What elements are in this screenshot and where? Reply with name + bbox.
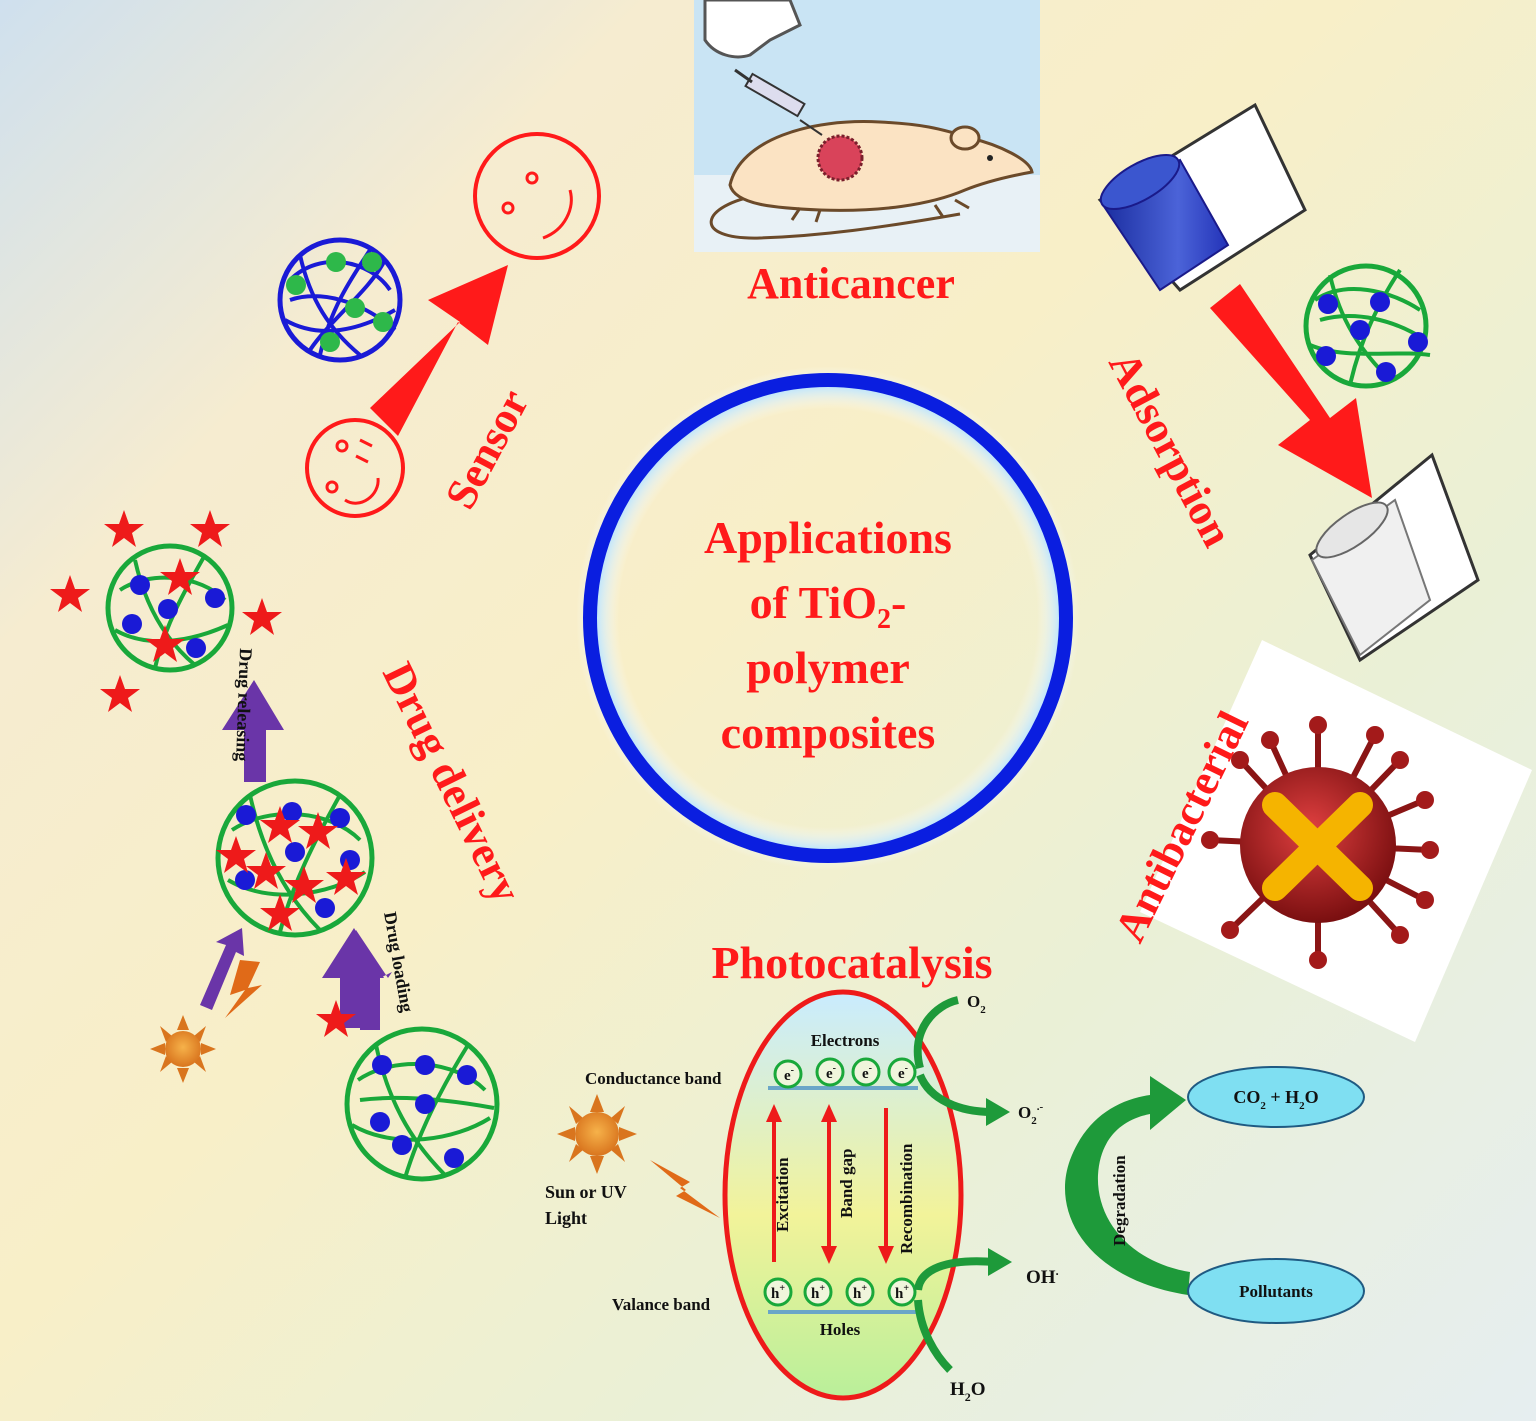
- svg-text:h+: h+: [771, 1283, 785, 1302]
- label-drug-releasing: Drug releasing: [232, 648, 256, 762]
- product-ellipse: [1187, 1066, 1365, 1128]
- sensor-polymer-sphere: [277, 237, 403, 363]
- light-arrow-icon: [200, 928, 244, 1010]
- adsorption-arrow-icon: [1210, 284, 1372, 498]
- pollutants-ellipse: [1187, 1258, 1365, 1324]
- tumor: [816, 134, 864, 182]
- oh-arrow-icon: [988, 1248, 1012, 1276]
- label-sun-line1: Sun or UV: [545, 1182, 627, 1202]
- label-electrons: Electrons: [811, 1031, 880, 1050]
- label-oh: OH.: [1026, 1264, 1059, 1288]
- label-anticancer: Anticancer: [747, 259, 955, 308]
- svg-text:e-: e-: [862, 1063, 872, 1082]
- label-sensor: Sensor: [436, 381, 539, 516]
- electron-particles: e- e- e- e-: [773, 1057, 917, 1089]
- label-drug-loading: Drug loading: [380, 910, 417, 1013]
- svg-text:h+: h+: [853, 1283, 867, 1302]
- happy-face-icon: [473, 132, 601, 260]
- loaded-sphere: [215, 778, 375, 938]
- mouse-eye: [987, 155, 993, 161]
- adsorbent-sphere: [1303, 263, 1429, 389]
- sensor-arrow-icon: [370, 265, 508, 436]
- label-o2: O2: [967, 992, 986, 1016]
- center-line4: composites: [721, 707, 936, 758]
- label-valance-band: Valance band: [612, 1295, 711, 1314]
- label-degradation: Degradation: [1110, 1155, 1129, 1246]
- svg-text:e-: e-: [898, 1063, 908, 1082]
- releasing-arrow-icon: [222, 680, 284, 782]
- label-sun-line2: Light: [545, 1208, 587, 1228]
- oh-curve: [914, 1257, 996, 1291]
- lightning-icon-large: [650, 1160, 720, 1218]
- drug-delivery-illustration: [50, 510, 500, 1182]
- cross-icon: [1262, 792, 1373, 901]
- label-band-gap: Band gap: [837, 1149, 856, 1218]
- label-pollutants: Pollutants: [1239, 1282, 1313, 1301]
- sensor-illustration: [277, 132, 601, 518]
- o2-curve: [913, 996, 960, 1070]
- hole-particles: h+ h+ h+ h+: [763, 1277, 917, 1307]
- mouse-ear: [949, 125, 981, 151]
- label-co2-h2o: CO2 + H2O: [1233, 1087, 1318, 1112]
- sun-icon-small: [150, 1015, 216, 1083]
- empty-sphere: [344, 1026, 500, 1182]
- ring-glow: [560, 350, 1096, 886]
- photocatalysis-illustration: Electrons Holes e- e- e- e- h+ h+ h+ h+: [545, 989, 1365, 1404]
- label-o2-radical: O2.-: [1018, 1101, 1043, 1127]
- band-arrows: [766, 1104, 894, 1264]
- label-h2o: H2O: [950, 1379, 986, 1404]
- svg-text:e-: e-: [826, 1063, 836, 1082]
- label-adsorption: Adsorption: [1099, 344, 1242, 555]
- sad-face-icon: [305, 418, 405, 518]
- svg-text:e-: e-: [784, 1065, 794, 1084]
- degradation-arrow-icon: [1064, 1076, 1190, 1295]
- lightning-icon: [225, 960, 262, 1018]
- center-line3: polymer: [746, 642, 910, 693]
- label-conductance-band: Conductance band: [585, 1069, 722, 1088]
- label-photocatalysis: Photocatalysis: [711, 937, 992, 988]
- label-holes: Holes: [820, 1320, 861, 1339]
- center-line1: Applications: [704, 512, 952, 563]
- label-excitation: Excitation: [773, 1157, 792, 1232]
- antibacterial-illustration: [1140, 640, 1532, 1042]
- anticancer-illustration: [694, 0, 1040, 252]
- gloved-hand: [703, 0, 802, 59]
- label-recombination: Recombination: [897, 1143, 916, 1254]
- sun-icon-large: [557, 1094, 637, 1174]
- svg-text:h+: h+: [811, 1283, 825, 1302]
- released-sphere: [105, 543, 235, 673]
- svg-text:h+: h+: [895, 1283, 909, 1302]
- adsorption-illustration: [1097, 102, 1480, 663]
- o2-radical-arrow-icon: [986, 1098, 1010, 1126]
- label-drug-delivery: Drug delivery: [373, 655, 531, 910]
- center-ring: [583, 373, 1073, 863]
- center-line2: of TiO2-: [750, 577, 907, 635]
